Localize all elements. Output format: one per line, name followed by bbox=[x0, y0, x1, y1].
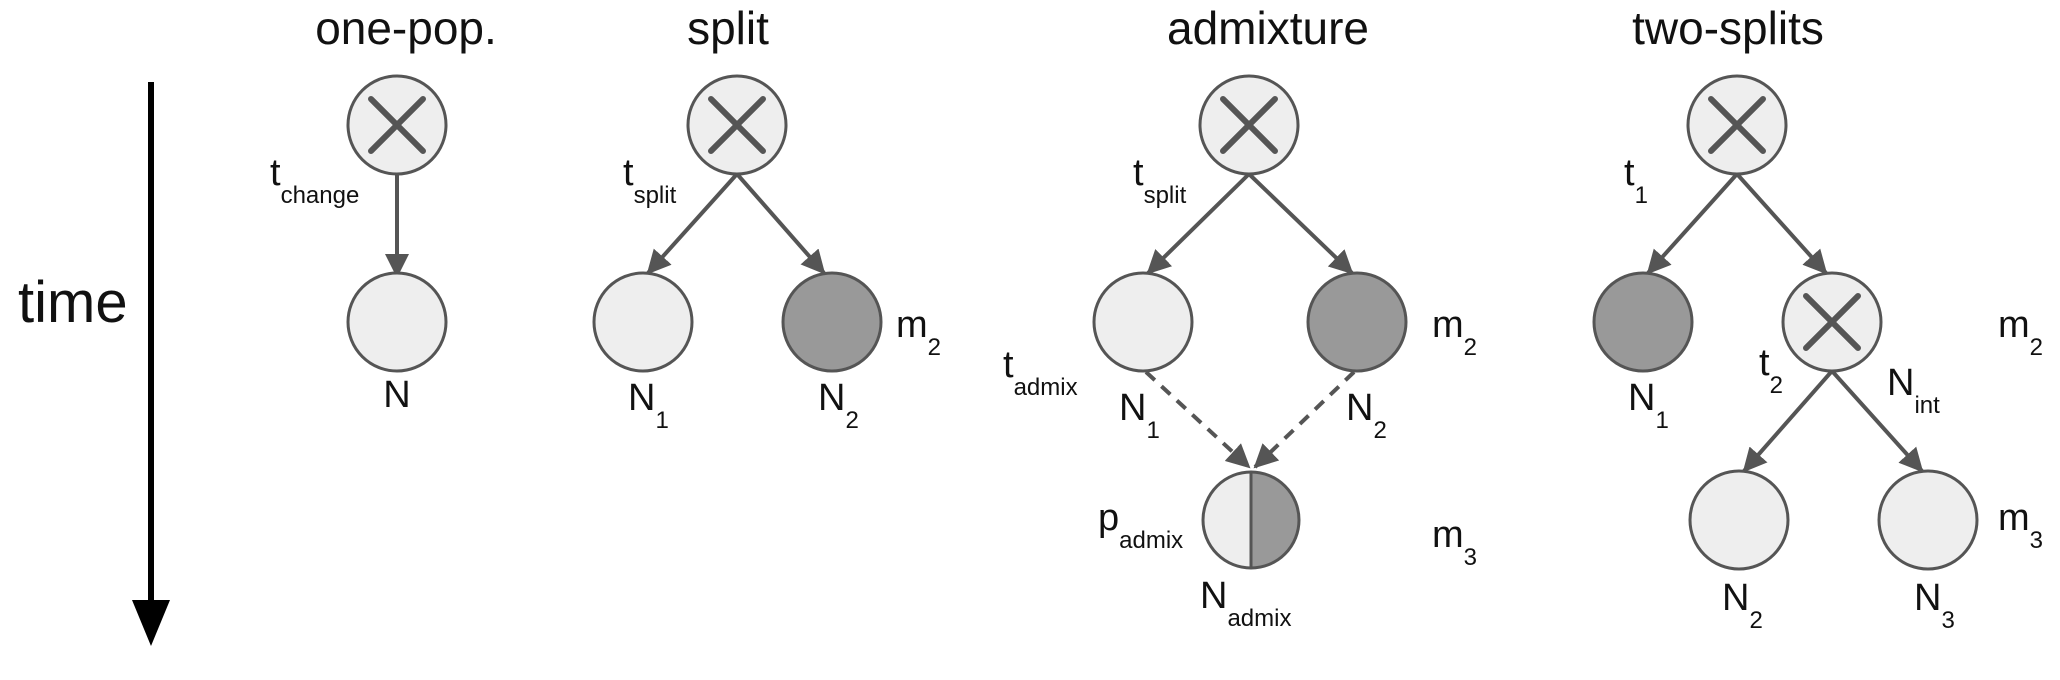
population-node-n1 bbox=[592, 271, 694, 373]
label-m2: m2 bbox=[1998, 304, 2043, 361]
label-n1: N1 bbox=[628, 377, 669, 434]
label-t-split: tsplit bbox=[1133, 152, 1187, 209]
edge-ancestral-to-n1 bbox=[646, 172, 739, 275]
label-n-int: Nint bbox=[1887, 362, 1940, 419]
population-node-n2 bbox=[1688, 469, 1790, 571]
population-node-n2 bbox=[781, 271, 883, 373]
panel-two-splits: two-splits t1 t2 N1 Nint m2 bbox=[1592, 2, 2043, 634]
label-m2: m2 bbox=[1432, 304, 1477, 361]
edge-ancestral-to-intermediate bbox=[1735, 172, 1828, 275]
ancestral-population-node bbox=[1198, 74, 1300, 176]
panel-title: admixture bbox=[1167, 2, 1369, 54]
ancestral-population-node bbox=[1686, 74, 1788, 176]
population-node-n1 bbox=[1092, 271, 1194, 373]
panel-title: split bbox=[687, 2, 769, 54]
time-axis: time bbox=[18, 82, 170, 646]
label-t-change: tchange bbox=[270, 152, 359, 209]
edge-ancestral-to-n2 bbox=[735, 172, 826, 275]
label-m3: m3 bbox=[1432, 514, 1477, 571]
ancestral-population-node bbox=[346, 74, 448, 176]
label-t-admix: tadmix bbox=[1003, 344, 1078, 401]
label-t2: t2 bbox=[1759, 342, 1783, 399]
edge-ancestral-to-n1 bbox=[1646, 172, 1739, 275]
ancestral-population-node bbox=[686, 74, 788, 176]
label-n-admix: Nadmix bbox=[1200, 575, 1291, 632]
label-t-split: tsplit bbox=[623, 152, 677, 209]
edge-intermediate-to-n3 bbox=[1830, 369, 1924, 473]
label-n1: N1 bbox=[1628, 377, 1669, 434]
time-arrow-head bbox=[132, 600, 170, 646]
label-n1: N1 bbox=[1119, 387, 1160, 444]
label-p-admix: padmix bbox=[1098, 497, 1183, 554]
panel-title: two-splits bbox=[1632, 2, 1824, 54]
label-m2: m2 bbox=[896, 304, 941, 361]
label-n2: N2 bbox=[818, 377, 859, 434]
label-n3: N3 bbox=[1914, 577, 1955, 634]
population-node-n2 bbox=[1306, 271, 1408, 373]
label-n: N bbox=[383, 374, 410, 416]
edge-n2-to-admixed bbox=[1253, 370, 1356, 469]
panel-title: one-pop. bbox=[315, 2, 497, 54]
edge-intermediate-to-n2 bbox=[1742, 369, 1834, 473]
label-t1: t1 bbox=[1624, 152, 1648, 209]
admixed-population-node bbox=[1201, 470, 1301, 570]
population-node-n bbox=[346, 271, 448, 373]
label-n2: N2 bbox=[1346, 387, 1387, 444]
panel-admixture: admixture tsplit tadmix N1 N2 bbox=[1003, 2, 1477, 632]
population-node-n1 bbox=[1592, 271, 1694, 373]
label-m3: m3 bbox=[1998, 497, 2043, 554]
population-node-n3 bbox=[1877, 469, 1979, 571]
panel-one-pop: one-pop. tchange N bbox=[270, 2, 497, 416]
time-label: time bbox=[18, 270, 128, 335]
edge-n1-to-admixed bbox=[1144, 370, 1251, 469]
intermediate-population-node bbox=[1781, 271, 1883, 373]
panel-split: split tsplit N1 N2 m2 bbox=[592, 2, 941, 434]
edge-ancestral-to-n1 bbox=[1146, 172, 1251, 275]
label-n2: N2 bbox=[1722, 577, 1763, 634]
edge-ancestral-to-n2 bbox=[1247, 172, 1354, 275]
